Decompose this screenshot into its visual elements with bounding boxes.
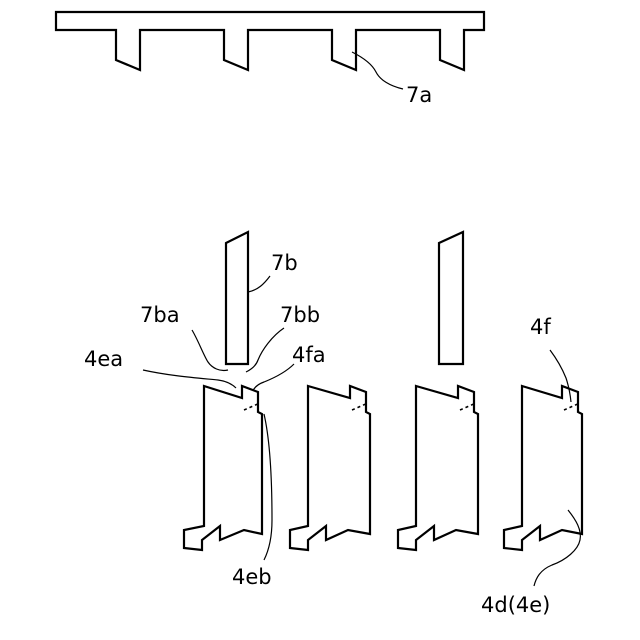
terminal-piece-4d-4e [504,386,582,550]
comb-member-7a [56,12,484,70]
leader-4ea [143,370,236,388]
terminal-piece-3 [398,386,478,550]
label-4eb: 4eb [232,565,272,589]
label-7b: 7b [271,251,298,275]
leader-7ba [192,330,228,371]
label-4d-4e: 4d(4e) [481,593,550,617]
leader-7bb [246,328,284,372]
label-7bb: 7bb [280,303,320,327]
label-7a: 7a [406,83,432,107]
terminal-piece-2 [290,386,370,550]
blade-7b [226,232,248,364]
label-4f: 4f [530,315,551,339]
blade-right [439,232,463,364]
label-4ea: 4ea [84,347,123,371]
leader-7a [352,52,403,89]
label-4fa: 4fa [292,343,326,367]
terminal-piece-1 [184,386,262,550]
leader-7b [248,276,270,292]
leader-4eb [264,414,272,560]
label-7ba: 7ba [140,303,180,327]
leader-4fa [252,364,294,392]
